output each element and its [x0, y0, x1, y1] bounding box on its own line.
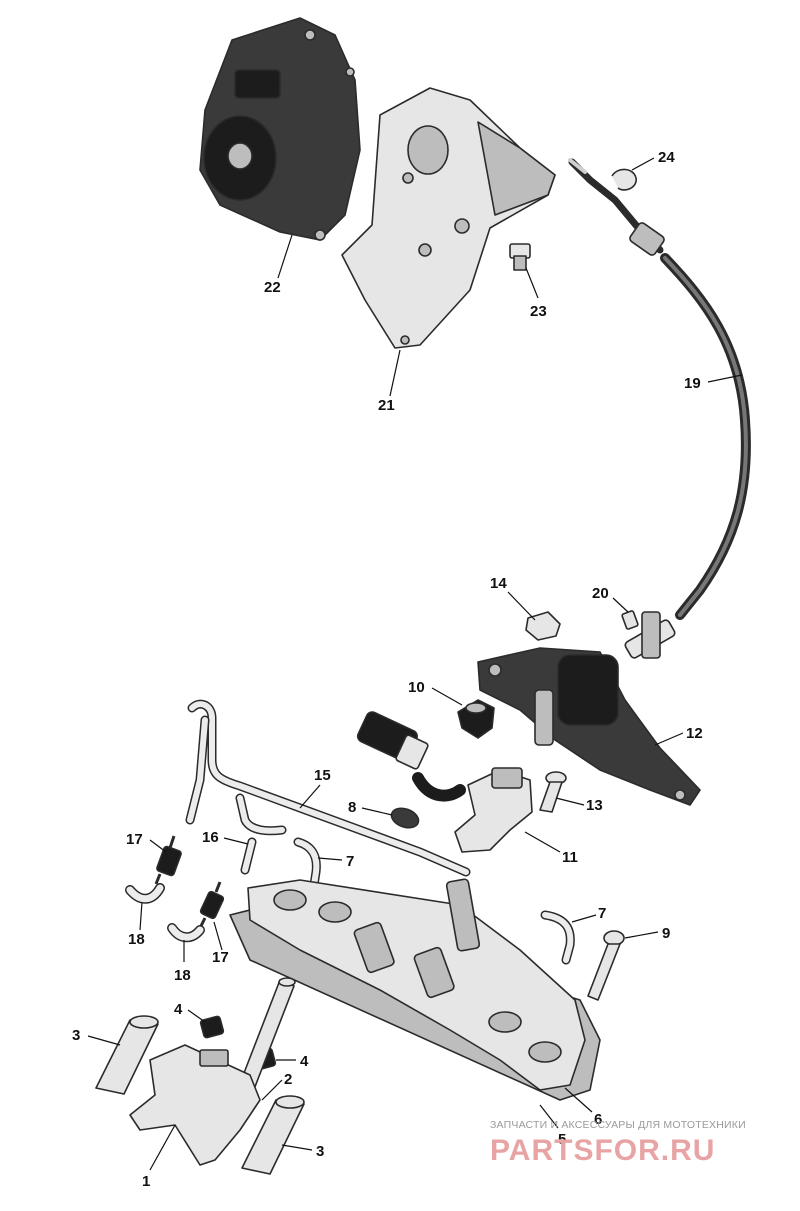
callout-2: 2: [284, 1071, 292, 1088]
part-screw-23: [509, 243, 531, 271]
callout-17: 17: [212, 949, 229, 966]
callout-15: 15: [314, 767, 331, 784]
part-bracket-1: [129, 1044, 261, 1166]
callout-8: 8: [348, 799, 356, 816]
callout-17: 17: [126, 831, 143, 848]
callout-20: 20: [592, 585, 609, 602]
callout-12: 12: [686, 725, 703, 742]
callout-18: 18: [174, 967, 191, 984]
callout-3: 3: [72, 1027, 80, 1044]
callout-5: 5: [558, 1131, 566, 1148]
part-grommet-8: [390, 807, 420, 829]
part-sleeve-3-lower: [241, 1095, 305, 1175]
callout-11: 11: [562, 849, 578, 866]
callout-13: 13: [586, 797, 603, 814]
part-valve-17-upper: [154, 835, 182, 885]
leader-lines: [87, 157, 743, 1171]
callout-21: 21: [378, 397, 395, 414]
callout-16: 16: [202, 829, 219, 846]
part-screw-20: [621, 610, 639, 630]
callout-1: 1: [142, 1173, 150, 1190]
part-valve-17-lower: [198, 881, 225, 929]
part-bolt-13: [539, 771, 567, 813]
callout-18: 18: [128, 931, 145, 948]
callout-labels: 1 2 3 3 4 4 5 6 7 7 8 9 10 11 12 13 14 1…: [72, 149, 703, 1190]
callout-14: 14: [490, 575, 507, 592]
watermark-tagline: ЗАПЧАСТИ И АКСЕССУАРЫ ДЛЯ МОТОТЕХНИКИ: [490, 1119, 746, 1131]
part-elbow-7-lower: [540, 910, 575, 965]
callout-7: 7: [346, 853, 354, 870]
part-hose-16: [235, 793, 287, 875]
callout-3: 3: [316, 1143, 324, 1160]
part-sensor-connector: [356, 711, 466, 802]
part-housing-12: [477, 647, 701, 806]
watermark-brand: PARTSFOR.RU: [490, 1134, 715, 1167]
part-elbow-7-upper: [293, 837, 321, 890]
callout-4: 4: [300, 1053, 309, 1070]
part-hose-18-lower: [167, 923, 205, 943]
callout-10: 10: [408, 679, 425, 696]
callout-9: 9: [662, 925, 670, 942]
part-bracket-11: [454, 767, 533, 853]
callout-7: 7: [598, 905, 606, 922]
callout-22: 22: [264, 279, 281, 296]
watermark: ЗАПЧАСТИ И АКСЕССУАРЫ ДЛЯ МОТОТЕХНИКИ PA…: [490, 1119, 746, 1167]
part-cable-19: [568, 158, 751, 620]
part-hose-18-upper: [125, 883, 165, 904]
part-cap-10: [457, 699, 495, 739]
part-sleeve-3-upper: [95, 1015, 159, 1095]
part-actuator-motor: [199, 17, 361, 241]
part-hose-15: [185, 699, 471, 877]
part-spring-4-upper: [199, 1015, 225, 1039]
callout-24: 24: [658, 149, 675, 166]
part-bolt-9: [587, 930, 625, 1001]
callout-6: 6: [594, 1111, 602, 1128]
part-mounting-bracket: [341, 87, 556, 349]
callout-23: 23: [530, 303, 547, 320]
part-clip-24: [611, 168, 637, 191]
part-cable-end: [624, 611, 676, 659]
callout-19: 19: [684, 375, 701, 392]
part-manifold-6: [247, 878, 586, 1091]
callout-4: 4: [174, 1001, 183, 1018]
